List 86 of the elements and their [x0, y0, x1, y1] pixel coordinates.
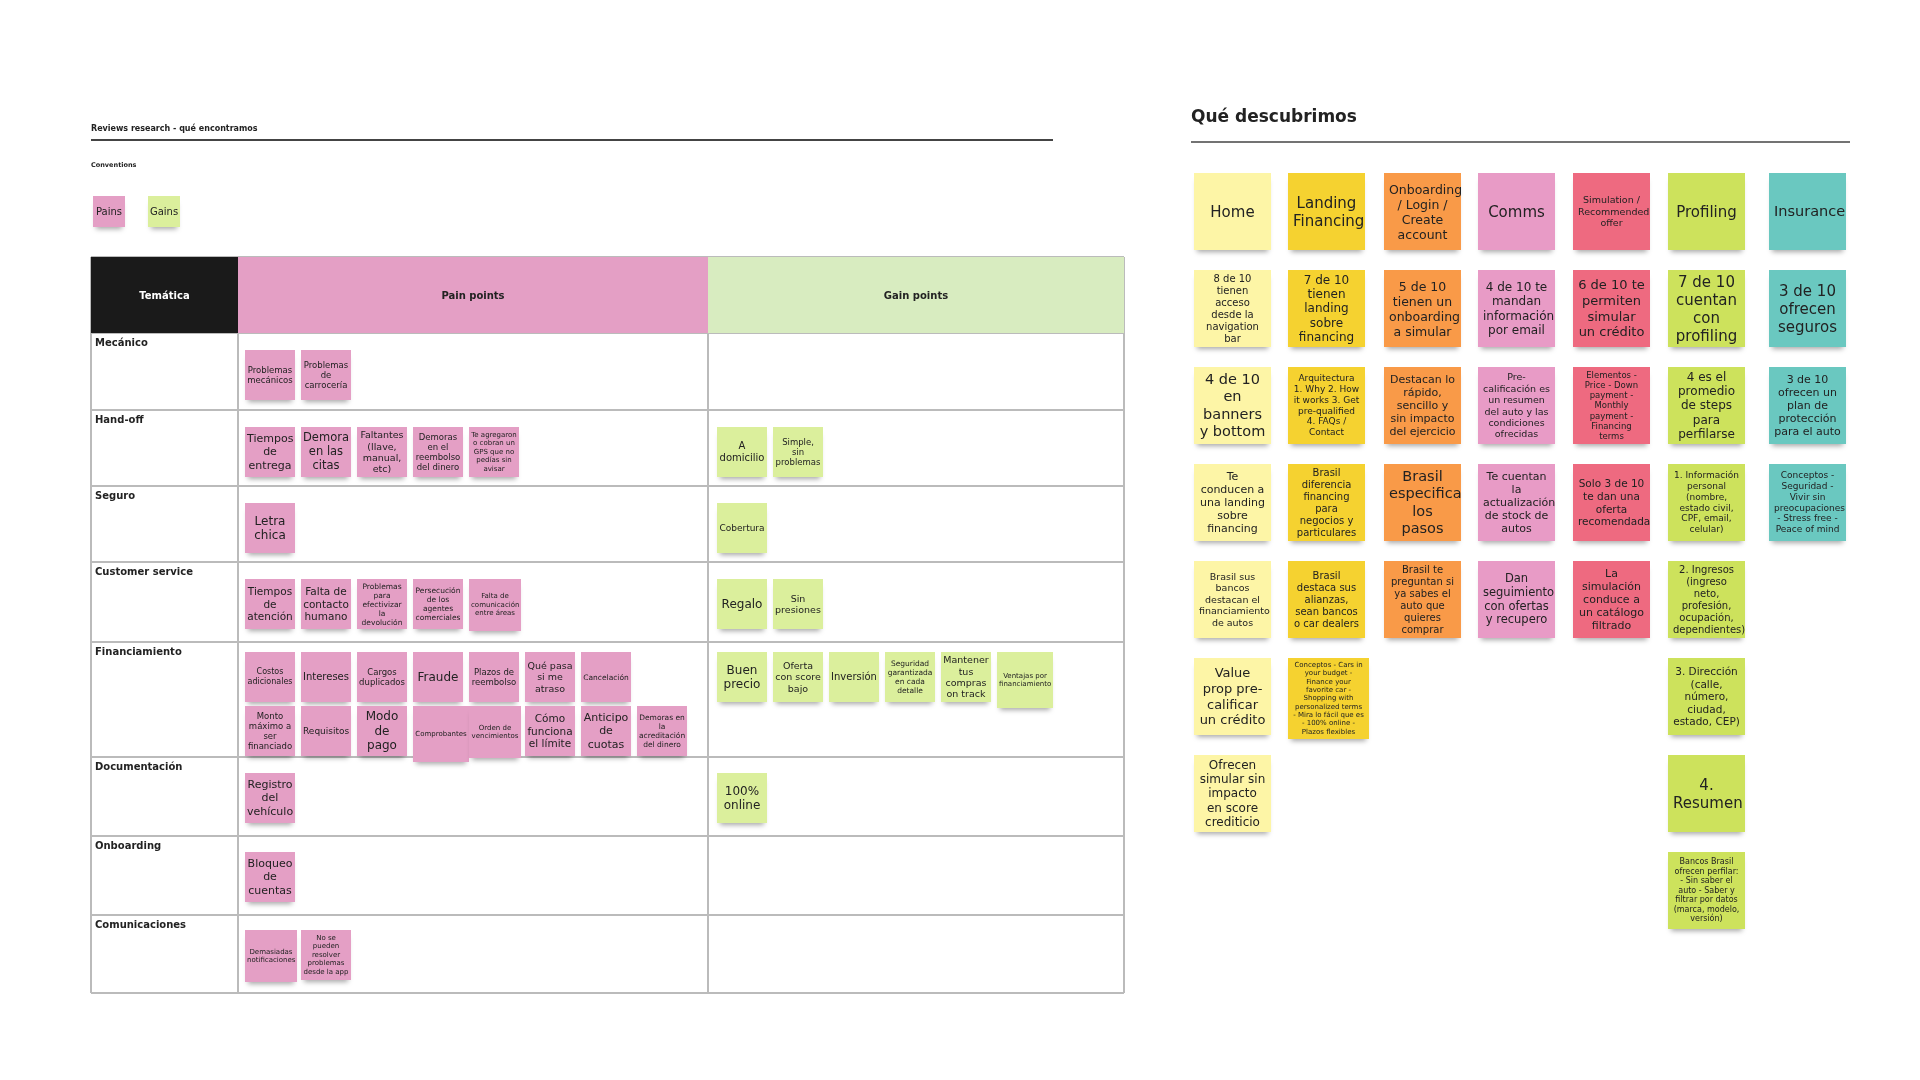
sticky-note: 4 de 10 en banners y bottom — [1194, 367, 1271, 444]
sticky-note: Demora en las citas — [301, 427, 351, 477]
sticky-note: Pre-calificación es un resumen del auto y las condiciones ofrecidas — [1478, 367, 1555, 444]
row-header: Documentación — [95, 761, 183, 772]
sticky-note: Faltantes (llave, manual, etc) — [357, 427, 407, 477]
sticky-note: Simple, sin problemas — [773, 427, 823, 477]
row-header: Onboarding — [95, 840, 162, 851]
row-header: Financiamiento — [95, 646, 182, 657]
sticky-note: 7 de 10 cuentan con profiling — [1668, 270, 1745, 347]
sticky-note: Costos adicionales — [245, 652, 295, 702]
sticky-note: Monto máximo a ser financiado — [245, 706, 295, 756]
sticky-note: Cargos duplicados — [357, 652, 407, 702]
section-title: Reviews research - qué encontramos — [91, 124, 258, 133]
sticky-note: Problemas de carrocería — [301, 350, 351, 400]
sticky-note: 4 es el promedio de steps para perfilarse — [1668, 367, 1745, 444]
sticky-note: Elementos - Price - Down payment - Monthly payment - Financing terms — [1573, 367, 1650, 444]
sticky-note: Anticipo de cuotas — [581, 706, 631, 756]
sticky-note: Insurance — [1769, 173, 1846, 250]
row-header: Seguro — [95, 490, 136, 501]
sticky-note: Brasil sus bancos destacan el financiamiento de autos — [1194, 561, 1271, 638]
sticky-note: Ofrecen simular sin impacto en score crediticio — [1194, 755, 1271, 832]
sticky-note: Bancos Brasil ofrecen perfilar: - Sin saber el auto - Saber y filtrar por datos (marca, modelo, versión) — [1668, 852, 1745, 929]
sticky-note: Inversión — [829, 652, 879, 702]
sticky-note: 3 de 10 ofrecen un plan de protección para el auto — [1769, 367, 1846, 444]
sticky-note: 4. Resumen — [1668, 755, 1745, 832]
column-header: Pain points — [238, 257, 708, 333]
sticky-note: Arquitectura 1. Why 2. How it works 3. Get pre-qualified 4. FAQs / Contact — [1288, 367, 1365, 444]
sticky-note: Plazos de reembolso — [469, 652, 519, 702]
column-header: Gain points — [708, 257, 1124, 333]
sticky-note: Modo de pago — [357, 706, 407, 756]
sticky-note: Home — [1194, 173, 1271, 250]
sticky-note: La simulación conduce a un catálogo filtrado — [1573, 561, 1650, 638]
sticky-note: 4 de 10 te mandan información por email — [1478, 270, 1555, 347]
row-header: Hand-off — [95, 414, 144, 425]
sticky-note: Requisitos — [301, 706, 351, 756]
sticky-note: Problemas mecánicos — [245, 350, 295, 400]
sticky-note: 7 de 10 tienen landing sobre financing — [1288, 270, 1365, 347]
sticky-note: 3 de 10 ofrecen seguros — [1769, 270, 1846, 347]
sticky-note: Intereses — [301, 652, 351, 702]
sticky-note: 3. Dirección (calle, número, ciudad, estado, CEP) — [1668, 658, 1745, 735]
sticky-note: Te conducen a una landing sobre financing — [1194, 464, 1271, 541]
sticky-note: Fraude — [413, 652, 463, 702]
sticky-note: Brasil destaca sus alianzas, sean bancos o car dealers — [1288, 561, 1365, 638]
sticky-note: A domicilio — [717, 427, 767, 477]
sticky-note: Bloqueo de cuentas — [245, 852, 295, 902]
sticky-note: Qué pasa si me atraso — [525, 652, 575, 702]
sticky-note: 1. Información personal (nombre, estado civil, CPF, email, celular) — [1668, 464, 1745, 541]
sticky-note: Value prop pre-calificar un crédito — [1194, 658, 1271, 735]
sticky-note: 2. Ingresos (ingreso neto, profesión, ocupación, dependientes) — [1668, 561, 1745, 638]
sticky-note: Comms — [1478, 173, 1555, 250]
sticky-note: Sin presiones — [773, 579, 823, 629]
sticky-note: Onboarding / Login / Create account — [1384, 173, 1461, 250]
section-heading: Qué descubrimos — [1191, 106, 1357, 126]
sticky-note: Tiempos de entrega — [245, 427, 295, 477]
sticky-note: 100% online — [717, 773, 767, 823]
sticky-note: Falta de contacto humano — [301, 579, 351, 629]
sticky-note: Profiling — [1668, 173, 1745, 250]
sticky-note: Regalo — [717, 579, 767, 629]
row-header: Mecánico — [95, 337, 148, 348]
row-header: Customer service — [95, 566, 193, 577]
sticky-note: Te cuentan la actualización de stock de autos — [1478, 464, 1555, 541]
sticky-note: Destacan lo rápido, sencillo y sin impacto del ejercicio — [1384, 367, 1461, 444]
sticky-note: Brasil te preguntan si ya sabes el auto que quieres comprar — [1384, 561, 1461, 638]
column-header: Temática — [91, 257, 238, 333]
sticky-note: Dan seguimiento con ofertas y recupero — [1478, 561, 1555, 638]
sticky-note: Demoras en el reembolso del dinero — [413, 427, 463, 477]
sticky-note: 6 de 10 te permiten simular un crédito — [1573, 270, 1650, 347]
sticky-note: Brasil diferencia financing para negocios y particulares — [1288, 464, 1365, 541]
legend-swatch: Gains — [148, 196, 180, 227]
sticky-note: Simulation / Recommended offer — [1573, 173, 1650, 250]
sticky-note: Oferta con score bajo — [773, 652, 823, 702]
row-header: Comunicaciones — [95, 919, 187, 930]
sticky-note: Solo 3 de 10 te dan una oferta recomendada — [1573, 464, 1650, 541]
sticky-note: Landing Financing — [1288, 173, 1365, 250]
legend-swatch: Pains — [93, 196, 125, 227]
sticky-note: Cómo funciona el límite — [525, 706, 575, 756]
sticky-note: Buen precio — [717, 652, 767, 702]
sticky-note: Tiempos de atención — [245, 579, 295, 629]
sticky-note: Cobertura — [717, 503, 767, 553]
sticky-note: 8 de 10 tienen acceso desde la navigation bar — [1194, 270, 1271, 347]
sticky-note: Mantener tus compras on track — [941, 652, 991, 702]
sticky-note: Conceptos - Seguridad - Vivir sin preocupaciones - Stress free - Peace of mind — [1769, 464, 1846, 541]
sticky-note: 5 de 10 tienen un onboarding a simular — [1384, 270, 1461, 347]
sticky-note: Brasil especifica los pasos — [1384, 464, 1461, 541]
sticky-note: Letra chica — [245, 503, 295, 553]
sticky-note: Registro del vehículo — [245, 773, 295, 823]
